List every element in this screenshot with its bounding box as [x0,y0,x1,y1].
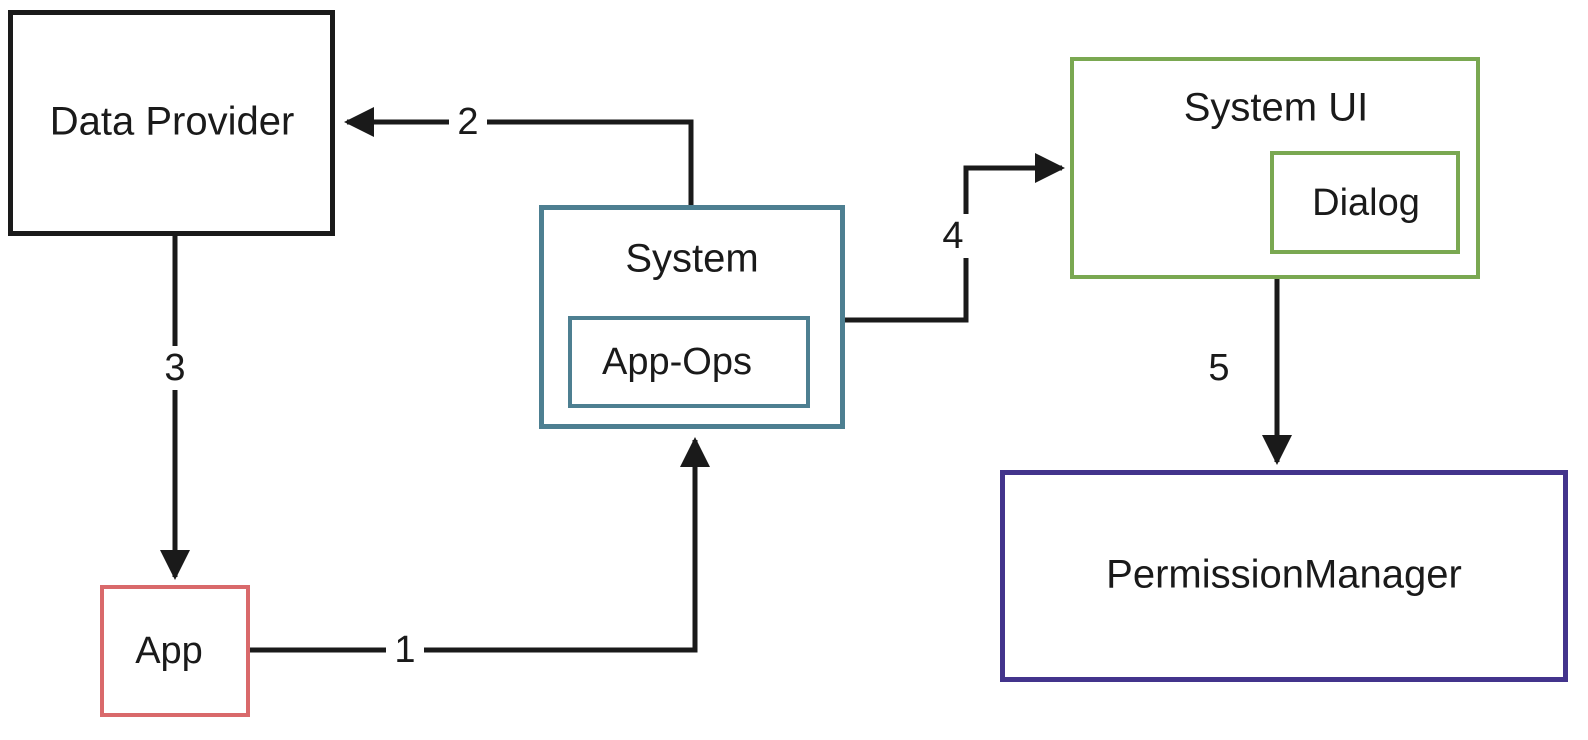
data-provider-box [8,10,335,236]
node-dialog[interactable]: Dialog [1270,151,1460,254]
app-ops-label: App-Ops [602,341,752,383]
edge-3-label: 3 [164,347,185,389]
edge-1-path [250,437,710,653]
edge-2-flow[interactable]: 2 [344,100,694,205]
edge-3-label-bg [156,346,194,390]
edge-1-label: 1 [394,629,415,671]
edge-4-flow[interactable]: 4 [845,153,1065,323]
dialog-box [1270,151,1460,254]
edge-4-label: 4 [942,215,963,257]
edge-5-label: 5 [1208,347,1229,389]
edge-5-label-bg [1200,346,1238,390]
edge-5-flow[interactable]: 5 [1200,279,1292,465]
edge-4-label-bg [934,214,972,258]
node-data-provider[interactable]: Data Provider [8,10,335,236]
edge-1-label-bg [386,628,424,672]
edge-3-flow[interactable]: 3 [156,236,194,580]
permission-manager-box [1000,470,1568,682]
system-ui-label: System UI [1184,86,1368,130]
edge-1-flow[interactable]: 1 [250,437,710,672]
edge-2-label: 2 [457,101,478,143]
edge-2-label-bg [449,100,487,144]
dialog-label: Dialog [1312,182,1420,224]
system-label: System [625,237,758,281]
node-app-ops[interactable]: App-Ops [568,316,810,408]
app-ops-box [568,316,810,408]
data-provider-label: Data Provider [50,100,295,144]
node-permission-manager[interactable]: PermissionManager [1000,470,1568,682]
node-app[interactable]: App [100,585,250,717]
permission-manager-label: PermissionManager [1106,553,1462,597]
app-box [100,585,250,717]
app-label: App [135,630,203,672]
edge-2-path [344,107,694,205]
